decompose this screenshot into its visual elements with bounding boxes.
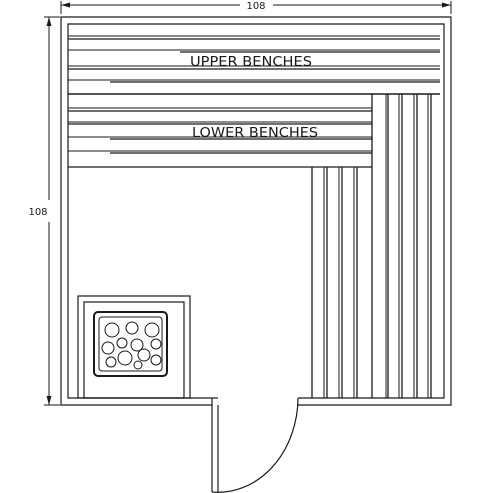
height-dimension bbox=[44, 16, 60, 406]
width-dimension bbox=[60, 1, 452, 14]
door-swing-icon bbox=[211, 397, 299, 493]
lower-benches-label: LOWER BENCHES bbox=[192, 126, 318, 141]
upper-bench-right-section bbox=[371, 94, 432, 398]
height-dimension-label: 108 bbox=[28, 207, 47, 218]
width-dimension-label: 108 bbox=[246, 1, 265, 12]
upper-benches bbox=[68, 35, 440, 95]
heater-stones bbox=[101, 321, 162, 370]
lower-benches bbox=[68, 107, 372, 168]
sauna-heater-with-stones-icon bbox=[77, 295, 191, 399]
upper-benches-label: UPPER BENCHES bbox=[190, 55, 312, 70]
lower-bench-right-section bbox=[311, 167, 358, 398]
